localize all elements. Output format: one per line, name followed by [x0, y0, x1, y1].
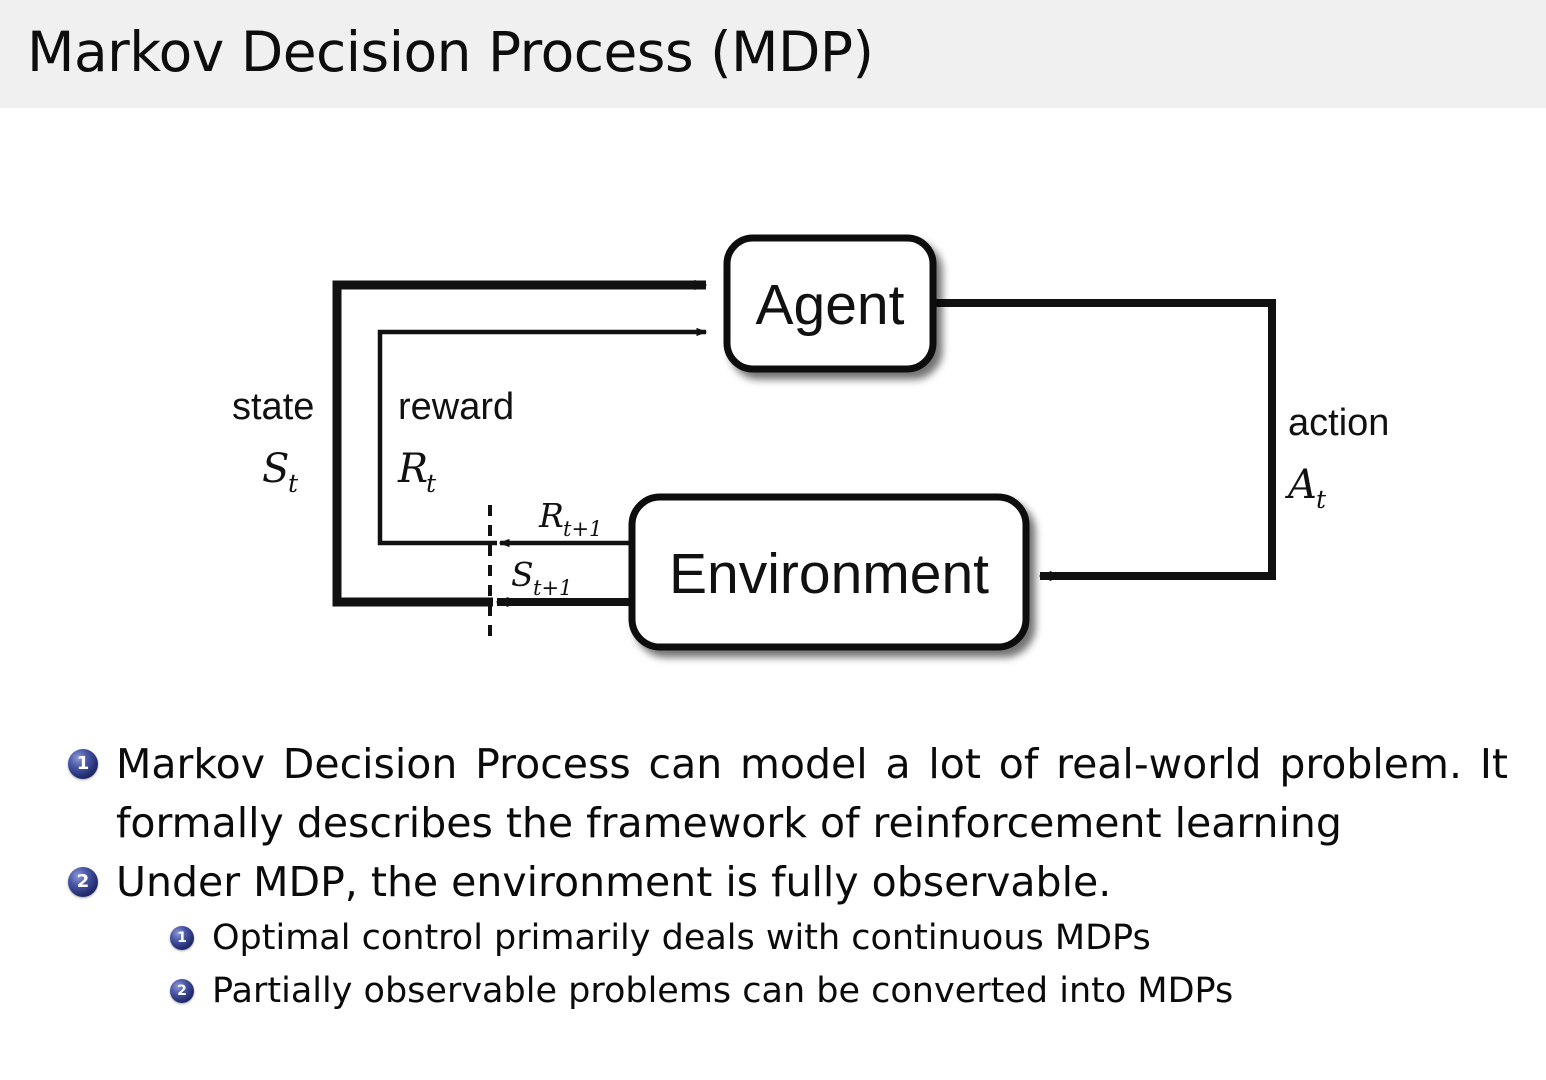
bullet-marker: 2 — [170, 979, 194, 1003]
agent-node: Agent — [723, 234, 937, 373]
mdp-interaction-diagram: Agent Environment state S t reward R t a… — [0, 108, 1546, 718]
list-item: 2 Partially observable problems can be c… — [0, 965, 1546, 1018]
state-label-symbol: S — [262, 446, 289, 492]
list-item-text: Optimal control primarily deals with con… — [212, 918, 1151, 958]
slide-header-bar — [0, 0, 1546, 108]
environment-node: Environment — [628, 493, 1030, 651]
reward-feedback-path — [377, 327, 708, 546]
next-reward-label-symbol: R — [538, 496, 564, 535]
next-state-label-symbol: S — [511, 555, 534, 594]
list-item: 2 Under MDP, the environment is fully ob… — [0, 853, 1546, 912]
list-item-text: Partially observable problems can be con… — [212, 971, 1234, 1011]
action-label-word: action — [1288, 402, 1389, 444]
next-reward-label-group: R t+1 — [538, 496, 602, 541]
list-item-text: Under MDP, the environment is fully obse… — [116, 858, 1112, 906]
next-state-label-subscript: t+1 — [533, 576, 572, 600]
state-label-group: state S t — [232, 386, 314, 498]
list-item-text: Markov Decision Process can model a lot … — [116, 740, 1508, 847]
state-feedback-path — [332, 279, 708, 607]
reward-label-symbol: R — [397, 446, 428, 492]
next-reward-label-subscript: t+1 — [563, 517, 602, 541]
action-label-symbol: A — [1284, 462, 1317, 508]
state-label-subscript: t — [288, 469, 299, 498]
agent-node-label: Agent — [756, 273, 905, 337]
bullet-marker: 2 — [68, 867, 98, 897]
environment-node-label: Environment — [669, 542, 989, 606]
reward-label-subscript: t — [426, 469, 437, 498]
next-state-label-group: S t+1 — [511, 555, 572, 600]
bullet-marker: 1 — [170, 926, 194, 950]
list-item: 1 Markov Decision Process can model a lo… — [0, 735, 1546, 853]
list-item: 1 Optimal control primarily deals with c… — [0, 912, 1546, 965]
bullet-marker: 1 — [68, 749, 98, 779]
state-label-word: state — [232, 386, 314, 428]
reward-label-word: reward — [398, 386, 514, 428]
reward-label-group: reward R t — [397, 386, 514, 498]
page-title: Markov Decision Process (MDP) — [27, 20, 874, 84]
action-path — [932, 299, 1276, 582]
action-label-subscript: t — [1316, 485, 1327, 514]
action-label-group: action A t — [1284, 402, 1389, 514]
bullet-list: 1 Markov Decision Process can model a lo… — [0, 735, 1546, 1018]
